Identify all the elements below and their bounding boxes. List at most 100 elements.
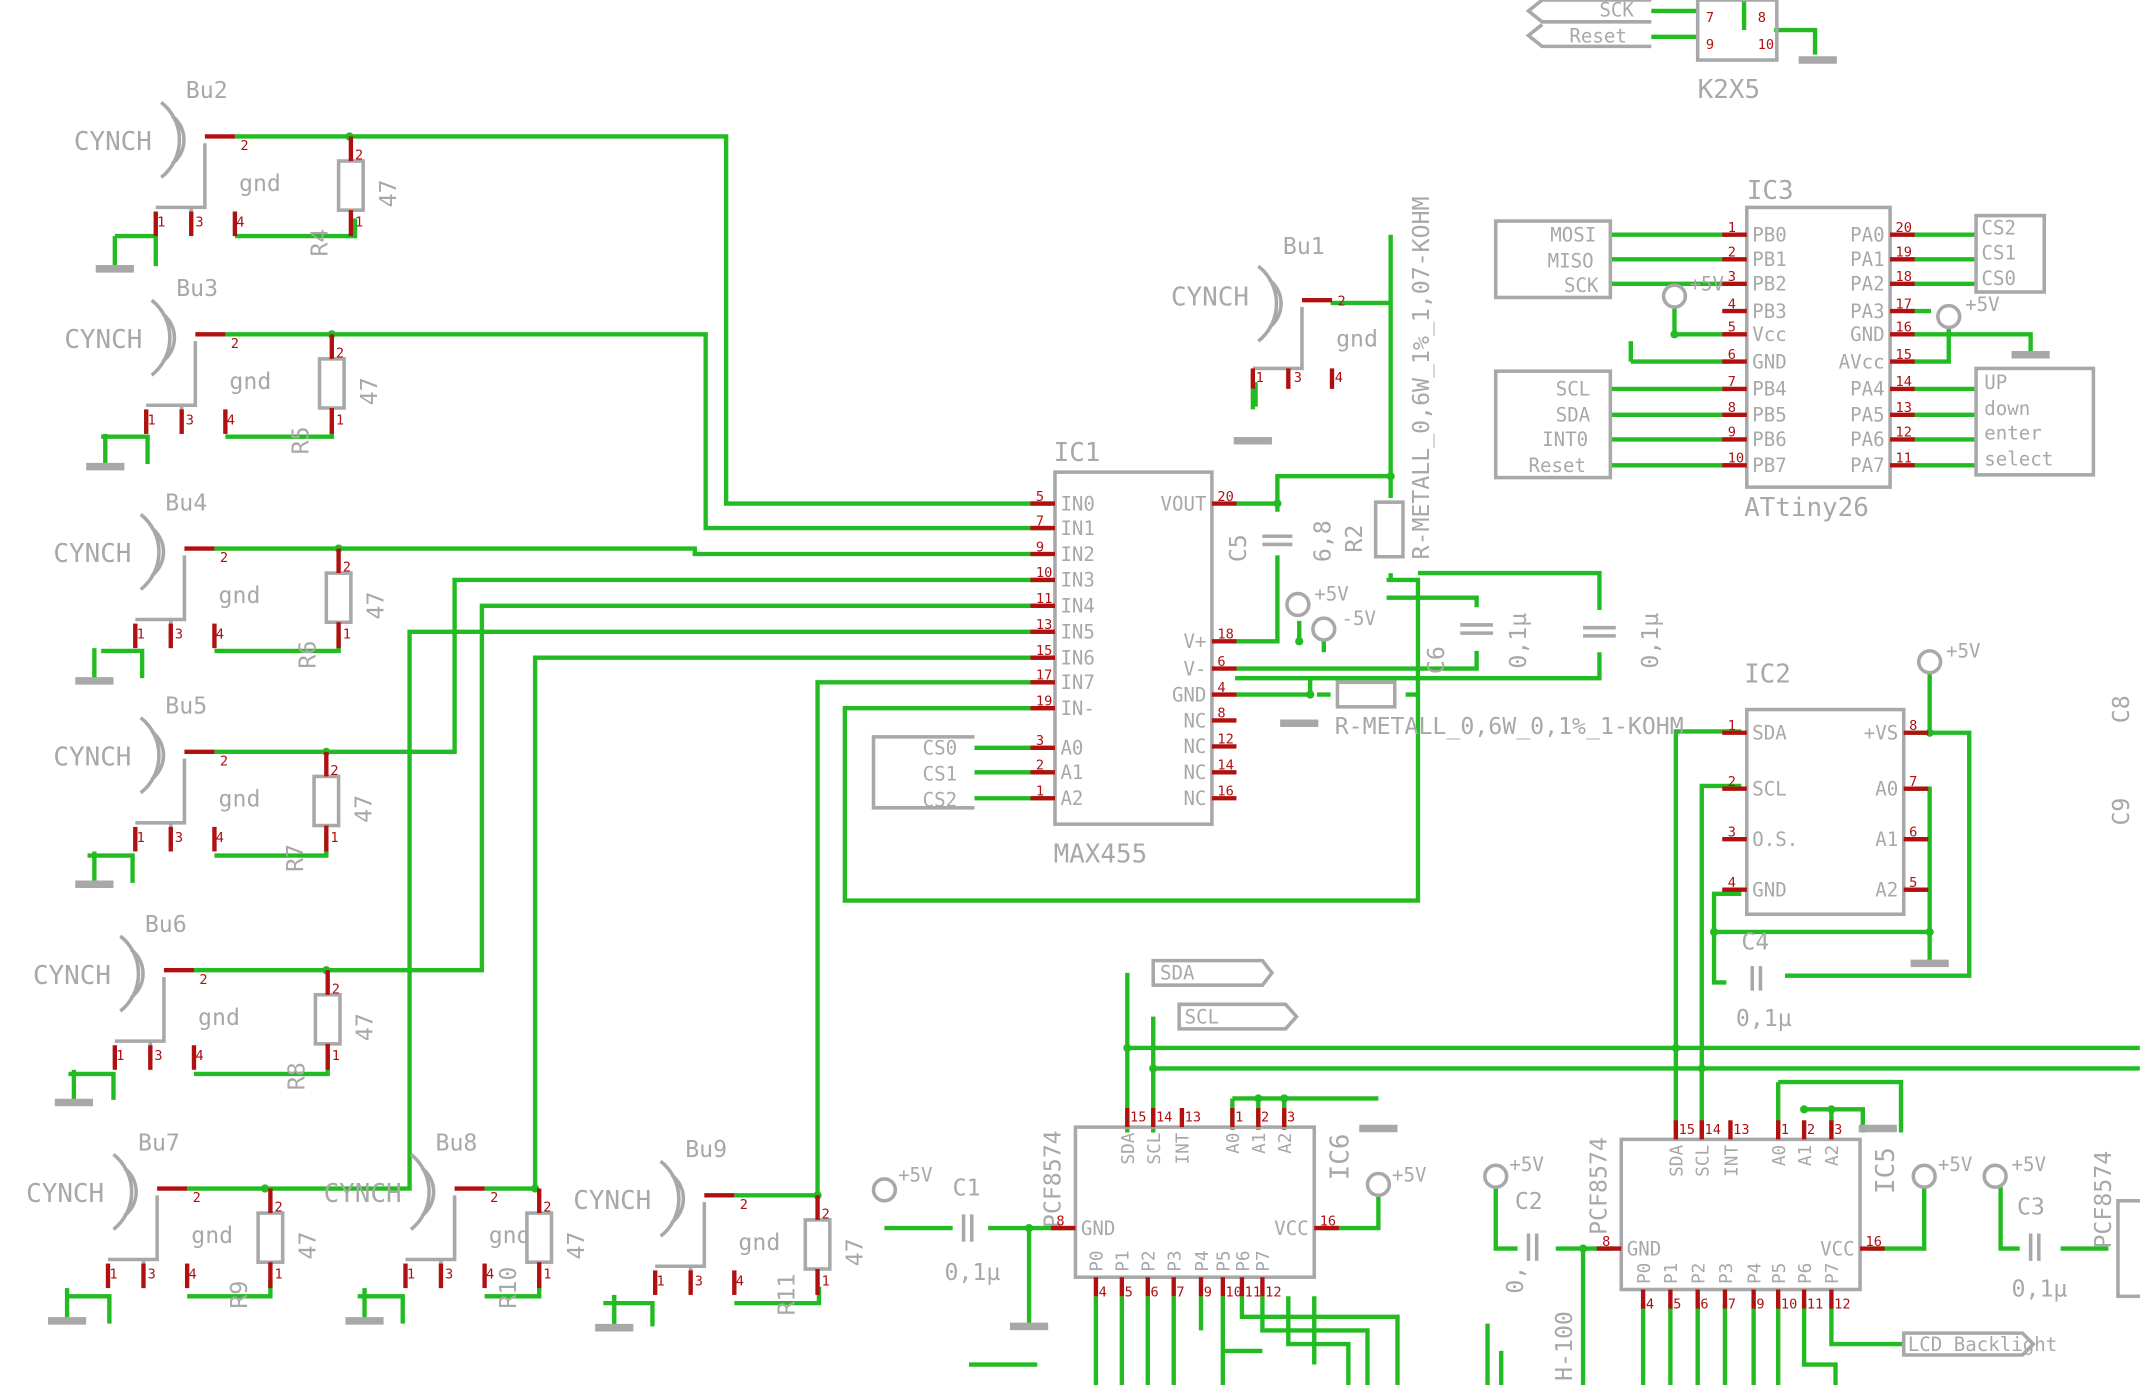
resistor-value: 47 (294, 1232, 321, 1260)
ic1-pin-number: 6 (1217, 654, 1225, 670)
ic1-pin-number: 19 (1036, 693, 1052, 709)
ic5-pin-number: 16 (1866, 1234, 1882, 1250)
ic5-pin-number: 2 (1807, 1122, 1815, 1138)
ic3-pin-name: PB5 (1752, 404, 1787, 427)
svg-text:4: 4 (195, 1048, 203, 1064)
resistor-value: 47 (356, 377, 383, 405)
net-label-lcd-backlight: LCD_Backlight (1908, 1333, 2057, 1356)
ic3-pin-number: 11 (1896, 451, 1912, 467)
c5-ref: C5 (1225, 534, 1252, 562)
jack-value: CYNCH (26, 1179, 104, 1209)
ic6-pin-number: 14 (1156, 1110, 1172, 1126)
ic1-pin-name: IN5 (1060, 621, 1095, 644)
ic2-pin-name: SCL (1752, 778, 1787, 801)
plus5v-ic6-left: +5V (898, 1164, 933, 1187)
ic3-value: ATtiny26 (1744, 493, 1869, 523)
ic3-pin-name: AVcc (1839, 350, 1885, 373)
ic2-temp-sensor: IC2 (1744, 659, 1906, 917)
ic5-pin-name: SCL (1694, 1145, 1714, 1177)
ic1-pin-number: 13 (1036, 617, 1052, 633)
ic5-pin-name: P2 (1690, 1263, 1710, 1284)
ic-fragment-value: PCF8574 (2090, 1151, 2117, 1249)
resistor-r3: R-METALL_0,6W_0,1%_1-KOHM (1335, 680, 1684, 740)
jack-ref: Bu9 (685, 1136, 727, 1163)
ground-symbols (1009, 56, 2050, 1331)
svg-text:4: 4 (189, 1267, 197, 1283)
capacitors: C5 6,8 C6 0,1µ 0,1µ C4 0,1µ C1 0,1µ C2 0… (944, 520, 2134, 1302)
ic1-pin-number: 5 (1036, 489, 1044, 505)
ic1-pin-name: A0 (1060, 737, 1083, 760)
c4-value: 0,1µ (1736, 1005, 1792, 1032)
net-label-reset-top: Reset (1569, 24, 1626, 47)
svg-text:1: 1 (355, 215, 363, 231)
ic3-pin-number: 16 (1896, 320, 1912, 336)
svg-text:1: 1 (407, 1267, 415, 1283)
ic6-pin-number: 9 (1204, 1284, 1212, 1300)
jack-gnd-label: gnd (738, 1229, 780, 1256)
ic1-ref: IC1 (1054, 438, 1101, 468)
svg-text:1: 1 (116, 1048, 124, 1064)
jack-ref: Bu3 (176, 275, 218, 302)
ic5-value: PCF8574 (1585, 1137, 1612, 1235)
ic1-pin-number: 17 (1036, 668, 1052, 684)
jack-value: CYNCH (64, 325, 142, 355)
ic1-pin-name: NC (1183, 787, 1206, 810)
net-label-mosi: MOSI (1550, 224, 1596, 247)
ic5-pin-number: 13 (1733, 1122, 1749, 1138)
ic3-pin-number: 20 (1896, 220, 1912, 236)
ic1-pin-number: 16 (1217, 784, 1233, 800)
svg-text:1: 1 (336, 412, 344, 428)
k2x5-pin: 7 (1706, 10, 1714, 26)
ic5-ref: IC5 (1871, 1147, 1901, 1194)
jack-value: CYNCH (573, 1186, 651, 1216)
jack-gnd-label: gnd (191, 1222, 233, 1249)
ic1-pin-number: 9 (1036, 539, 1044, 555)
ic1-pin-number: 8 (1217, 706, 1225, 722)
ic6-pin-name: P2 (1140, 1250, 1160, 1271)
ic5-pin-name: A1 (1796, 1145, 1816, 1166)
ic2-pin-number: 8 (1909, 718, 1917, 734)
jack-ref: Bu8 (435, 1129, 477, 1156)
ic5-pin-number: 9 (1756, 1297, 1764, 1313)
plus5v-ic5-left: +5V (1509, 1153, 1544, 1176)
ic6-pin-number: 7 (1176, 1284, 1184, 1300)
ic5-pin-name: P3 (1717, 1263, 1737, 1284)
ic5-pin-number: 4 (1646, 1297, 1654, 1313)
resistor-ref: R8 (283, 1062, 310, 1090)
ic3-pin-name: PA7 (1850, 454, 1885, 477)
svg-text:3: 3 (195, 215, 203, 231)
svg-text:3: 3 (1294, 370, 1302, 386)
resistor-r2: R2 R-METALL_0,6W_1%_1,07-KOHM (1341, 196, 1435, 559)
svg-text:3: 3 (186, 412, 194, 428)
jack-gnd-label: gnd (239, 170, 281, 197)
ic6-pin-number: 5 (1125, 1284, 1133, 1300)
c3-ref: C3 (2017, 1193, 2045, 1220)
c5-value: 6,8 (1310, 520, 1337, 562)
svg-text:2: 2 (355, 148, 363, 164)
ic5-pcf8574: IC5 PCF8574 (1585, 1137, 1901, 1292)
net-label-cs1: CS1 (923, 763, 958, 786)
jack-ref: Bu6 (145, 911, 187, 938)
net-label-cs2-right: CS2 (1982, 217, 2017, 240)
ic1-pin-name: IN6 (1060, 647, 1095, 670)
c4-ref: C4 (1741, 929, 1769, 956)
k2x5-pin: 8 (1758, 10, 1766, 26)
ic1-pin-name: A1 (1060, 761, 1083, 784)
ic3-pin-number: 18 (1896, 269, 1912, 285)
ic5-pin-name: A0 (1770, 1145, 1790, 1166)
plus5v-ic2: +5V (1946, 640, 1981, 663)
k2x5-pin: 10 (1758, 37, 1774, 53)
net-label-sda-bus: SDA (1160, 962, 1195, 985)
ic5-pin-name: P4 (1745, 1263, 1765, 1284)
ic6-pin-name: P5 (1215, 1250, 1235, 1271)
svg-text:4: 4 (486, 1267, 494, 1283)
ic3-pin-number: 17 (1896, 296, 1912, 312)
svg-text:2: 2 (220, 754, 228, 770)
ic6-pin-name: A2 (1276, 1133, 1296, 1154)
